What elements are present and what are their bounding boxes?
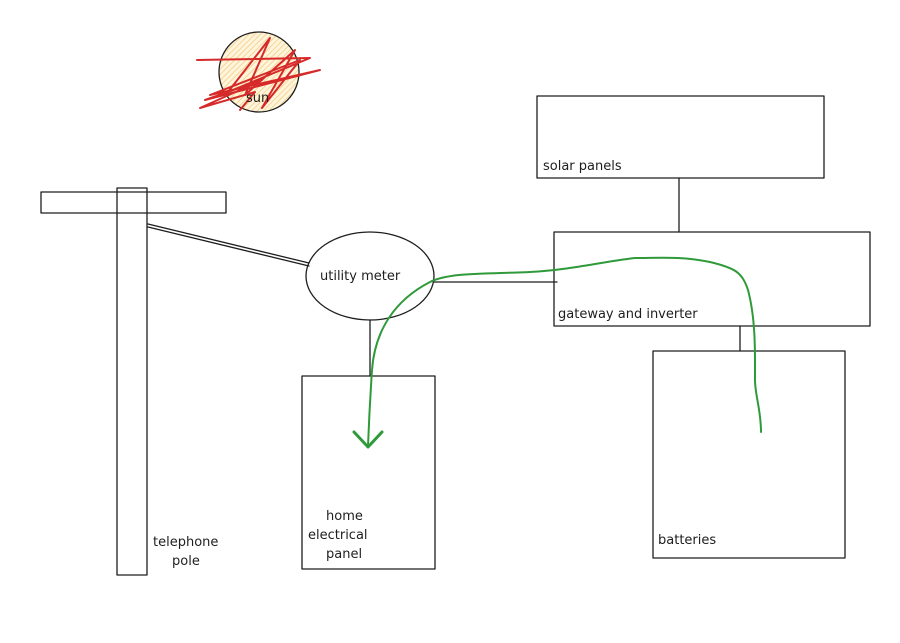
solar-panels[interactable]: solar panels <box>536 95 825 179</box>
energy-flow-arrow <box>352 256 762 449</box>
flow-path <box>367 256 762 447</box>
pole-crossarm <box>40 191 227 214</box>
batteries[interactable]: batteries <box>652 350 846 559</box>
home-panel-label-line1: home <box>326 509 363 524</box>
gateway-and-inverter[interactable]: gateway and inverter <box>553 231 871 327</box>
pole-to-meter-wire <box>147 223 310 267</box>
utility-meter-label: utility meter <box>320 269 401 284</box>
batteries-label: batteries <box>658 533 716 548</box>
solar-panels-label: solar panels <box>543 159 622 174</box>
sun-scribble <box>196 37 321 111</box>
home-panel-label-line3: panel <box>326 547 362 562</box>
telephone-pole-label-line2: pole <box>172 554 200 569</box>
telephone-pole-label-line1: telephone <box>153 535 218 550</box>
sun-label: sun <box>246 91 269 106</box>
pole-shaft <box>116 187 148 576</box>
telephone-pole[interactable]: telephone pole <box>40 187 227 576</box>
home-electrical-panel[interactable]: home electrical panel <box>301 375 436 570</box>
utility-meter[interactable]: utility meter <box>305 231 435 321</box>
gateway-box <box>553 231 871 327</box>
batteries-box <box>652 350 846 559</box>
home-panel-label-line2: electrical <box>308 528 368 543</box>
gateway-label: gateway and inverter <box>558 307 698 322</box>
flow-arrowhead <box>352 430 384 449</box>
solar-panels-box <box>536 95 825 179</box>
sun[interactable]: sun <box>196 31 321 113</box>
home-panel-box <box>301 375 436 570</box>
